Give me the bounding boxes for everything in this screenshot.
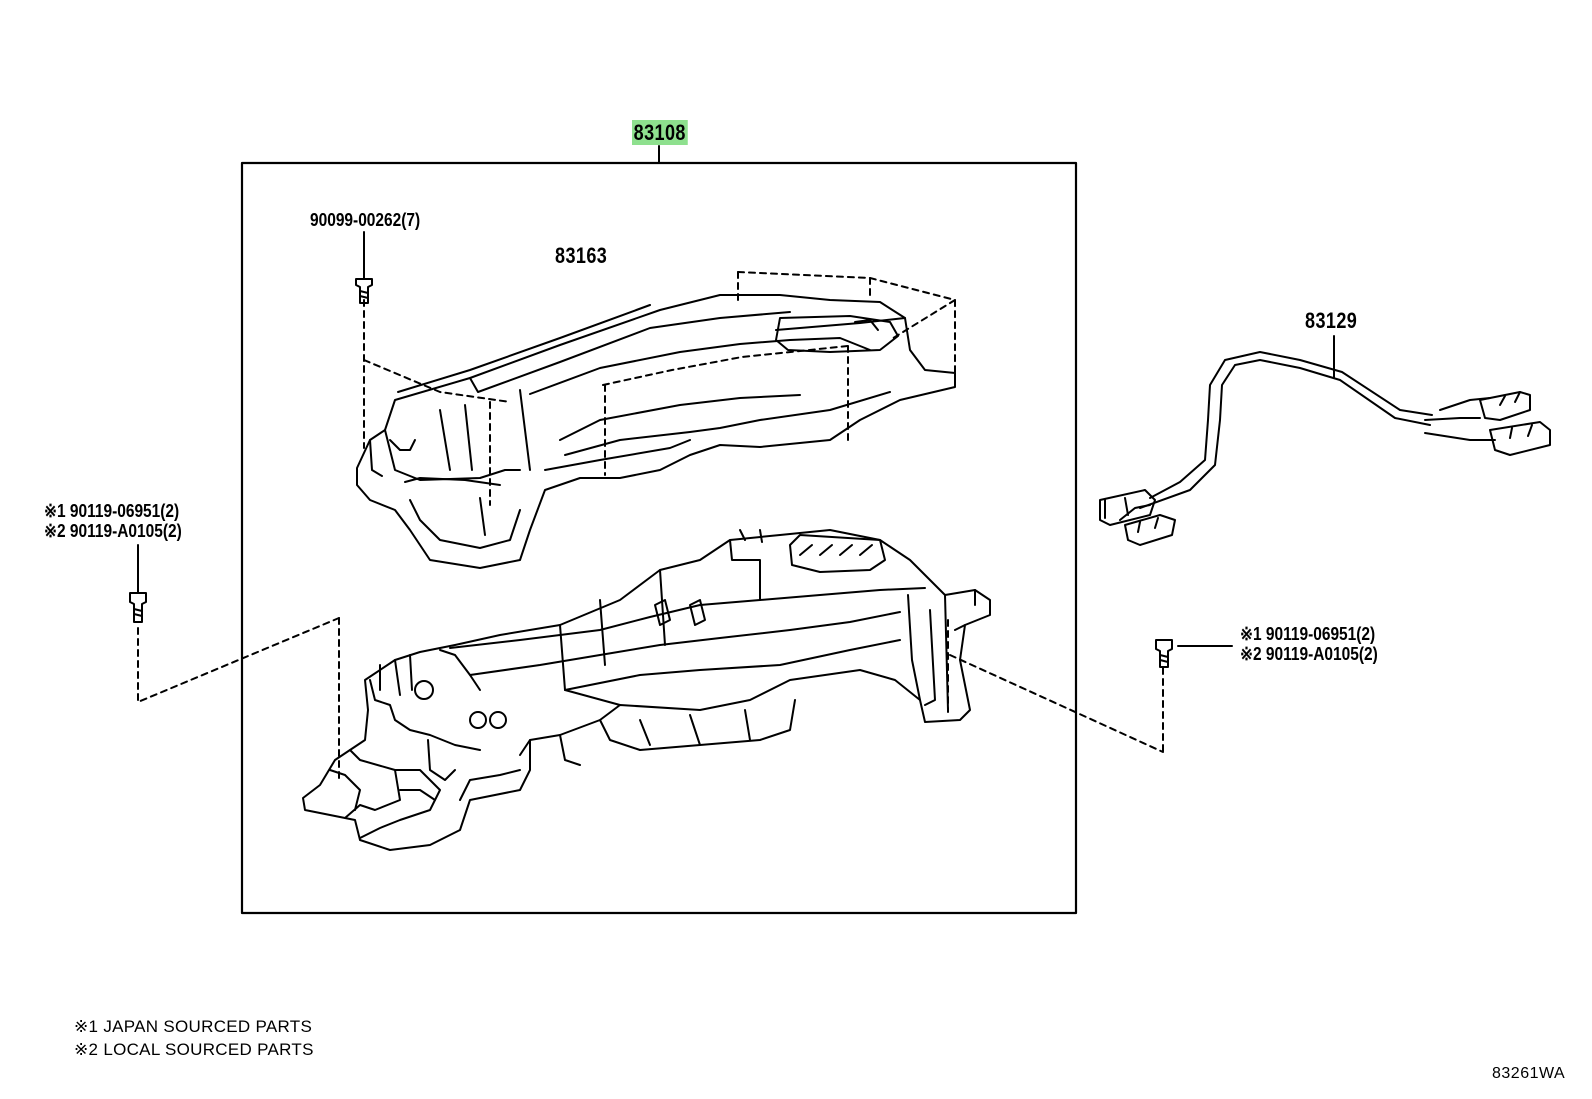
cover-guides [363, 271, 956, 506]
assembly-frame [240, 161, 1078, 915]
assembly-part-number-text[interactable]: 83108 [632, 120, 688, 145]
cover-part-number[interactable]: 83163 [555, 243, 608, 268]
right-bolt-part-number-1[interactable]: ※1 90119-06951(2) [1240, 624, 1376, 644]
harness-part [1099, 335, 1551, 546]
screw-part-number[interactable]: 90099-00262(7) [310, 210, 421, 230]
base-guides [137, 617, 1164, 781]
base-part [302, 529, 991, 851]
note-local-sourced: ※2 LOCAL SOURCED PARTS [74, 1040, 314, 1059]
cover-part [356, 294, 956, 569]
right-bolt-part [1155, 639, 1233, 668]
harness-part-number[interactable]: 83129 [1305, 308, 1358, 333]
screw-part [355, 231, 373, 304]
right-bolt-part-number-2[interactable]: ※2 90119-A0105(2) [1240, 644, 1378, 664]
left-bolt-part-number-2[interactable]: ※2 90119-A0105(2) [44, 521, 182, 541]
note-japan-sourced: ※1 JAPAN SOURCED PARTS [74, 1017, 313, 1036]
assembly-part-number: 83108 [632, 120, 688, 145]
left-bolt-part-number-1[interactable]: ※1 90119-06951(2) [44, 501, 180, 521]
diagram-code: 83261WA [1492, 1065, 1566, 1082]
left-bolt-part [129, 544, 147, 623]
